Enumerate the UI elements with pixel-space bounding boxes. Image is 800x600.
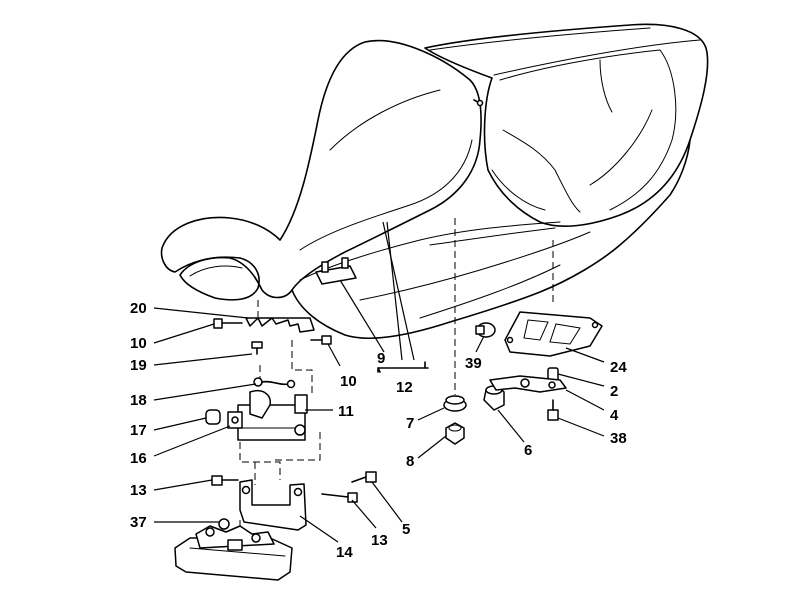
part-38-bolt bbox=[547, 399, 559, 421]
callout-labels: 20 10 19 10 18 11 17 16 13 37 13 14 5 9 … bbox=[130, 300, 627, 561]
callout-14: 14 bbox=[336, 544, 353, 561]
part-20-hinge-plate bbox=[245, 317, 315, 333]
part-17-spacer bbox=[205, 409, 221, 425]
parts bbox=[174, 311, 603, 581]
part-11-latch-bracket bbox=[237, 390, 308, 441]
part-10-screw-left bbox=[213, 318, 243, 329]
callout-9: 9 bbox=[377, 350, 385, 367]
part-37-washer bbox=[218, 518, 230, 530]
callout-24: 24 bbox=[610, 359, 627, 376]
part-19-bolt bbox=[251, 341, 263, 355]
callout-11: 11 bbox=[338, 403, 354, 420]
callout-39: 39 bbox=[465, 355, 482, 372]
part-4-hook-plate bbox=[489, 375, 567, 393]
latch-base-mount bbox=[174, 525, 293, 581]
callout-20: 20 bbox=[130, 300, 147, 317]
callout-10-right: 10 bbox=[340, 373, 357, 390]
part-8-nut bbox=[445, 422, 465, 445]
callout-13-right: 13 bbox=[371, 532, 388, 549]
part-7-grommet bbox=[443, 395, 467, 412]
callout-7: 7 bbox=[406, 415, 414, 432]
callout-6: 6 bbox=[524, 442, 532, 459]
callout-10-left: 10 bbox=[130, 335, 147, 352]
part-5-screw bbox=[351, 471, 377, 483]
callout-12: 12 bbox=[396, 379, 413, 396]
part-13-screw-left bbox=[211, 475, 239, 486]
callout-5: 5 bbox=[402, 521, 410, 538]
seat-assembly bbox=[160, 23, 709, 339]
part-24-mount-plate bbox=[504, 311, 603, 357]
callout-38: 38 bbox=[610, 430, 627, 447]
part-14-support-bracket bbox=[239, 479, 307, 531]
callout-19: 19 bbox=[130, 357, 147, 374]
callout-4: 4 bbox=[610, 407, 619, 424]
callout-16: 16 bbox=[130, 450, 147, 467]
assembly-guides bbox=[239, 218, 554, 535]
part-13-screw-right bbox=[321, 492, 358, 503]
callout-2: 2 bbox=[610, 383, 618, 400]
callout-37: 37 bbox=[130, 514, 147, 531]
part-16-lock-pin bbox=[227, 411, 243, 429]
callout-8: 8 bbox=[406, 453, 414, 470]
part-12-brace bbox=[377, 361, 429, 373]
part-39-plug bbox=[475, 322, 496, 338]
callout-13-left: 13 bbox=[130, 482, 147, 499]
part-18-cable bbox=[253, 377, 296, 389]
callout-18: 18 bbox=[130, 392, 147, 409]
callout-17: 17 bbox=[130, 422, 147, 439]
leader-lines bbox=[153, 221, 605, 543]
part-10-screw-right bbox=[310, 335, 332, 345]
